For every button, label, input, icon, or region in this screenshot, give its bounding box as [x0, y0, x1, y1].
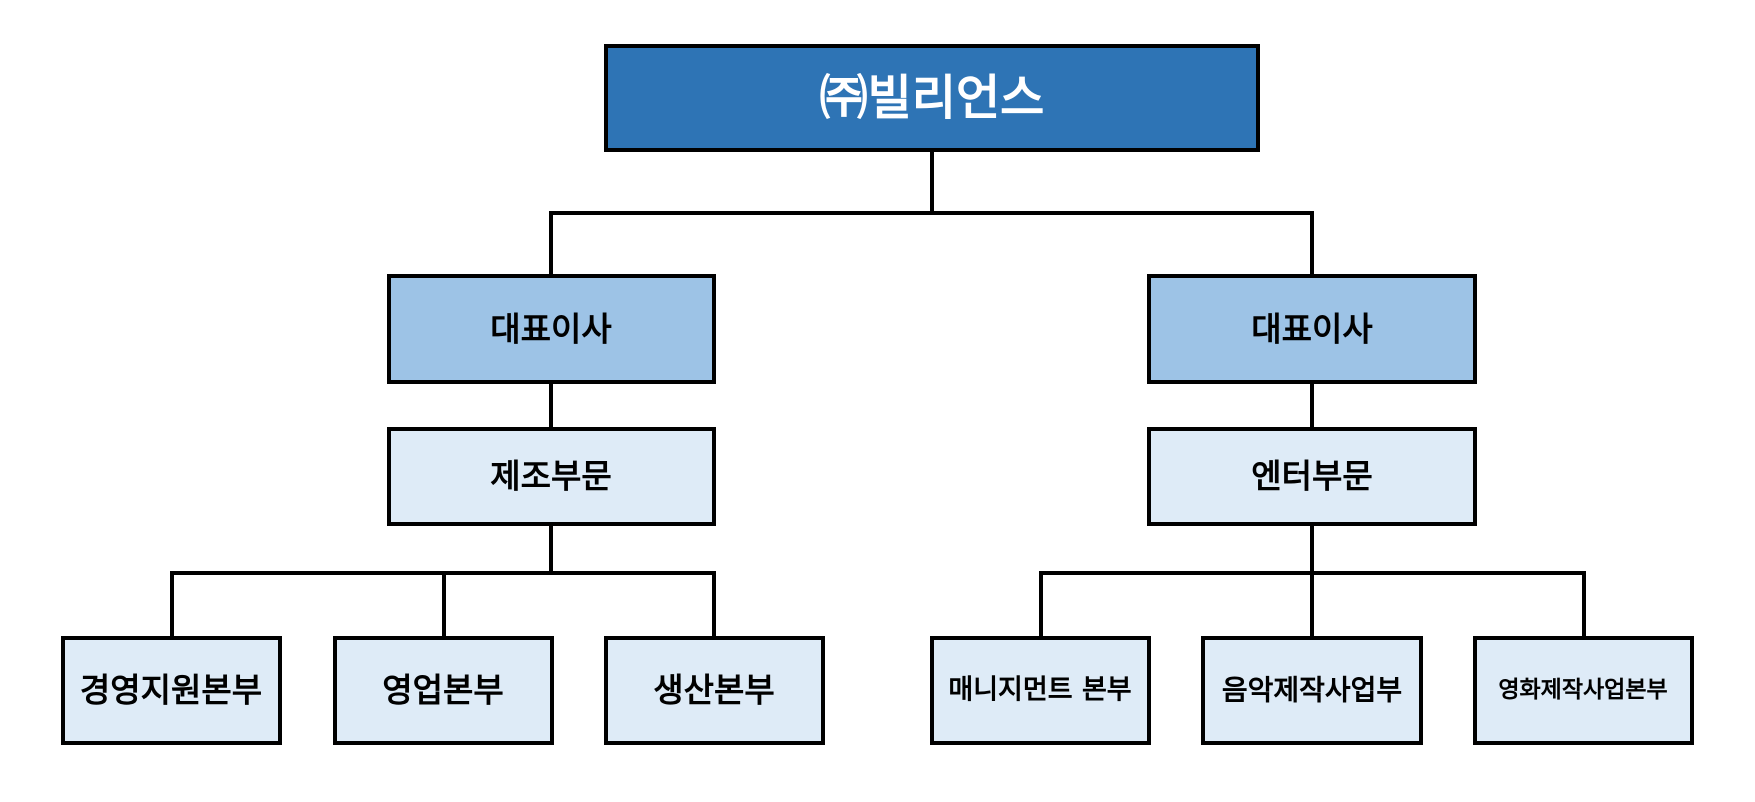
unit-box-management-support: [61, 636, 282, 745]
ceo-label-right: 대표이사: [1251, 310, 1373, 349]
connectors: [170, 150, 1586, 638]
root-node: ㈜빌리언스: [604, 44, 1260, 152]
unit-box-production: [604, 636, 825, 745]
root-label: ㈜빌리언스: [820, 70, 1045, 126]
unit-box-management: [930, 636, 1151, 745]
unit-box-music-production: [1201, 636, 1423, 745]
division-box-left: [387, 427, 716, 526]
ceo-box-left: [387, 274, 716, 384]
unit-box-film-production: [1473, 636, 1694, 745]
root-box: [604, 44, 1260, 152]
unit-label-sales: 영업본부: [382, 671, 503, 710]
ceo-label-left: 대표이사: [490, 310, 612, 349]
connector-right-division-units: [1039, 524, 1586, 638]
division-box-right: [1147, 427, 1477, 526]
unit-label-management: 매니지먼트 본부: [948, 675, 1131, 706]
unit-label-management-support: 경영지원본부: [80, 671, 262, 710]
left-branch: 대표이사 제조부문 경영지원본부 영업본부 생산본부: [61, 274, 825, 745]
unit-label-music-production: 음악제작사업부: [1222, 674, 1402, 707]
connector-left-division-units: [170, 524, 716, 638]
ceo-box-right: [1147, 274, 1477, 384]
division-label-right: 엔터부문: [1251, 457, 1372, 496]
right-branch: 대표이사 엔터부문 매니지먼트 본부 음악제작사업부 영화제작사업본부: [930, 274, 1694, 745]
division-label-left: 제조부문: [490, 457, 611, 496]
connector-root-ceo: [549, 150, 1314, 276]
unit-label-production: 생산본부: [653, 671, 774, 710]
unit-label-film-production: 영화제작사업본부: [1498, 677, 1667, 703]
unit-box-sales: [333, 636, 554, 745]
